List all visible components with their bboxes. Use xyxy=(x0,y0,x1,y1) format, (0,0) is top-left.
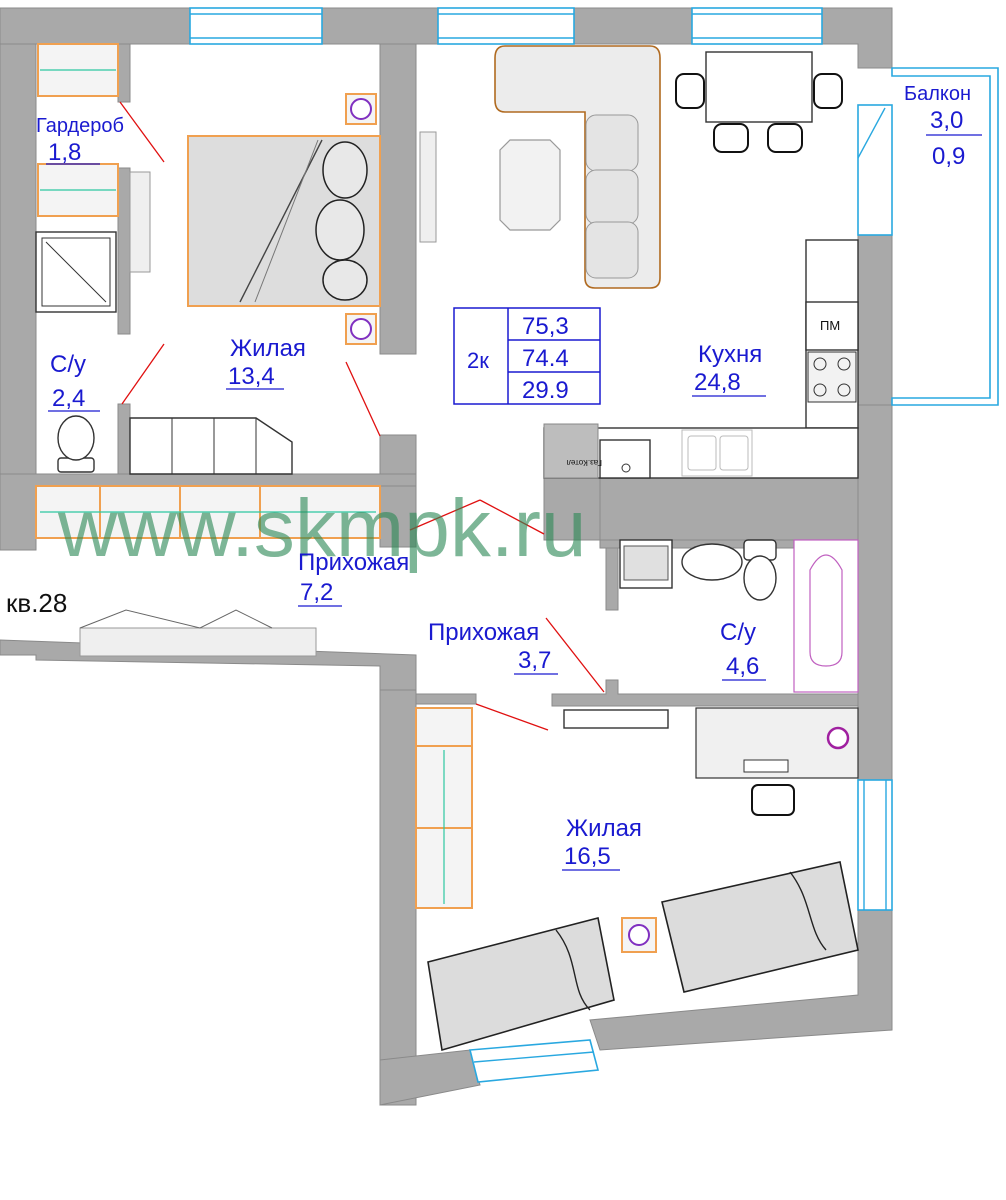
summary-area-2: 74.4 xyxy=(522,345,569,372)
room-name: Кухня xyxy=(698,341,762,368)
furniture xyxy=(35,43,859,1052)
room-area: 24,8 xyxy=(694,369,741,396)
room-area: 3,0 xyxy=(930,107,963,134)
room-living-1: Жилая 13,4 xyxy=(226,335,306,390)
fridge-label: ПМ xyxy=(820,318,840,333)
room-wardrobe: Гардероб 1,8 xyxy=(36,115,124,166)
room-name: Гардероб xyxy=(36,115,124,137)
summary-rooms: 2к xyxy=(467,348,489,373)
pointer-lines xyxy=(119,101,605,731)
boiler-label: Газ.Котел xyxy=(566,458,602,467)
room-area-2: 0,9 xyxy=(932,143,965,170)
summary-table: 2к 75,3 74.4 29.9 xyxy=(453,307,601,405)
walls xyxy=(0,7,893,1106)
room-name: Жилая xyxy=(566,815,642,842)
room-area: 2,4 xyxy=(52,385,85,412)
watermark-text: www.skmpk.ru xyxy=(57,483,587,574)
room-name: Прихожая xyxy=(298,549,409,576)
room-hall-2: Прихожая 3,7 xyxy=(428,619,558,675)
room-area: 13,4 xyxy=(228,363,275,390)
room-area: 16,5 xyxy=(564,843,611,870)
room-area: 7,2 xyxy=(300,579,333,606)
room-name: С/у xyxy=(50,351,86,378)
room-bathroom-large: С/у 4,6 xyxy=(720,619,766,681)
room-balcony: Балкон 3,0 0,9 xyxy=(904,83,982,170)
room-bathroom-small: С/у 2,4 xyxy=(48,351,100,412)
apartment-label: кв.28 xyxy=(6,588,67,618)
room-area: 3,7 xyxy=(518,647,551,674)
room-hall-1: Прихожая 7,2 xyxy=(298,549,409,607)
room-name: Балкон xyxy=(904,83,971,105)
room-area: 1,8 xyxy=(48,139,81,166)
room-living-2: Жилая 16,5 xyxy=(562,815,642,871)
room-area: 4,6 xyxy=(726,653,759,680)
summary-total-area: 75,3 xyxy=(522,313,569,340)
room-name: С/у xyxy=(720,619,756,646)
windows xyxy=(189,7,999,1083)
summary-living-area: 29.9 xyxy=(522,377,569,404)
room-kitchen: Кухня 24,8 xyxy=(692,341,766,397)
room-name: Жилая xyxy=(230,335,306,362)
room-name: Прихожая xyxy=(428,619,539,646)
